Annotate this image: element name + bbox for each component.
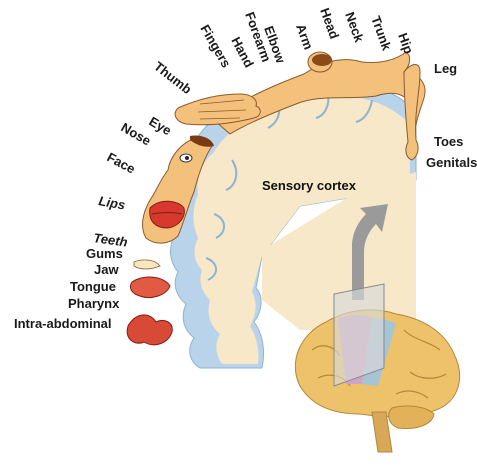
label-toes: Toes <box>434 134 463 149</box>
label-fingers: Fingers <box>197 22 233 70</box>
label-intra-abdominal: Intra-abdominal <box>14 316 112 331</box>
section-plane <box>334 284 384 386</box>
label-gums: Gums <box>86 246 123 261</box>
homunculus-intra-abdominal <box>127 315 172 345</box>
label-genitals: Genitals <box>426 155 477 170</box>
label-hip: Hip <box>395 31 416 56</box>
label-lips: Lips <box>97 193 126 212</box>
label-trunk: Trunk <box>368 14 394 53</box>
homunculus-pupil <box>185 156 189 160</box>
label-thumb: Thumb <box>151 59 194 98</box>
label-face: Face <box>105 149 138 176</box>
label-leg: Leg <box>434 61 457 76</box>
label-neck: Neck <box>342 10 367 45</box>
sensory-cortex-title: Sensory cortex <box>262 178 357 193</box>
homunculus-tongue <box>130 277 170 297</box>
brain-cerebellum <box>389 406 434 428</box>
homunculus-hair <box>312 54 332 66</box>
label-jaw: Jaw <box>94 262 119 277</box>
homunculus-teeth <box>134 260 160 269</box>
label-arm: Arm <box>293 22 316 52</box>
label-tongue: Tongue <box>70 279 116 294</box>
label-head: Head <box>317 6 342 41</box>
label-pharynx: Pharynx <box>68 296 120 311</box>
